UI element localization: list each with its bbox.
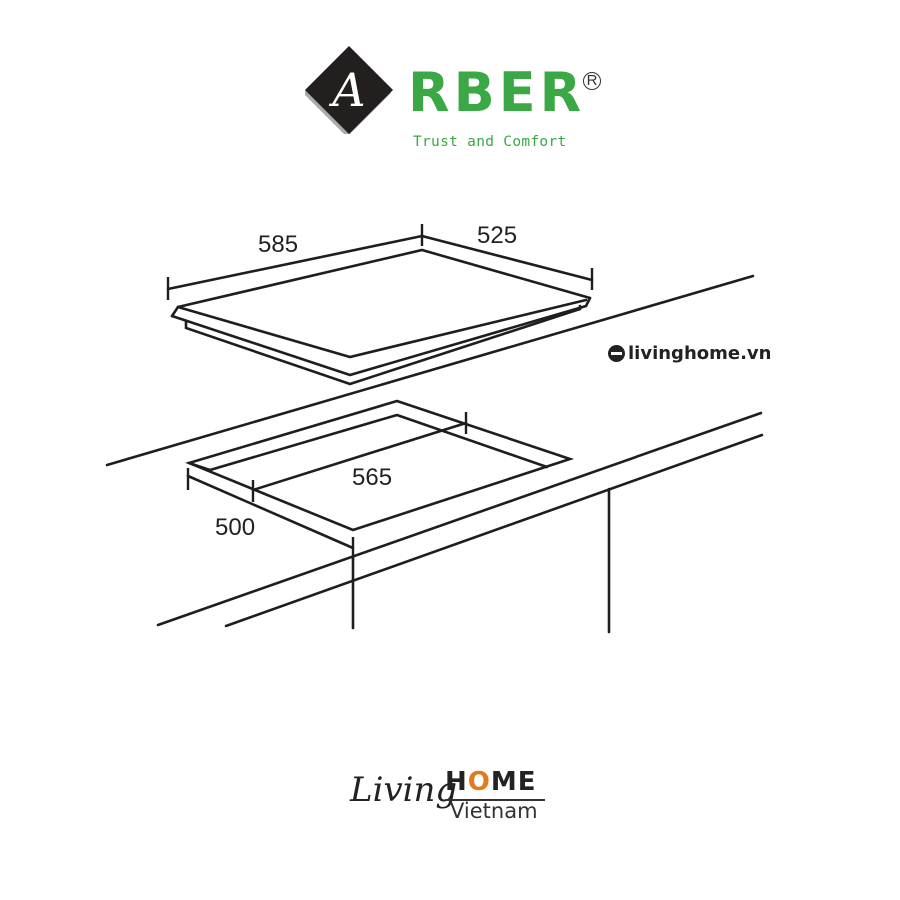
footer-logo-home: HOME <box>445 767 537 797</box>
svg-text:A: A <box>328 63 365 117</box>
arber-logo-mark: A <box>303 46 393 137</box>
footer-logo-vietnam: Vietnam <box>450 799 538 823</box>
arber-a-icon: A <box>303 46 393 137</box>
livinghome-logo-icon <box>608 345 625 362</box>
cutout-outline <box>185 399 575 532</box>
hob-depth-label: 525 <box>477 222 517 249</box>
footer-logo-divider <box>445 799 545 801</box>
cutout-depth-label: 500 <box>215 514 255 541</box>
countertop <box>105 274 764 634</box>
registered-mark: R <box>583 72 601 90</box>
watermark-text: livinghome.vn <box>628 343 772 364</box>
footer-logo-living: Living <box>350 770 458 810</box>
brand-tagline: Trust and Comfort <box>413 134 567 150</box>
hob-width-label: 585 <box>258 231 298 258</box>
home-letters-me: ME <box>490 767 537 797</box>
brand-name: RBER <box>408 61 586 124</box>
home-letter-o: O <box>467 767 491 797</box>
home-letter-h: H <box>445 767 468 797</box>
cutout-dimension-lines <box>186 412 468 560</box>
hob-outline <box>170 248 592 386</box>
watermark: livinghome.vn <box>608 343 771 364</box>
cutout-width-label: 565 <box>352 464 392 491</box>
hob-dimension-lines <box>166 224 594 300</box>
